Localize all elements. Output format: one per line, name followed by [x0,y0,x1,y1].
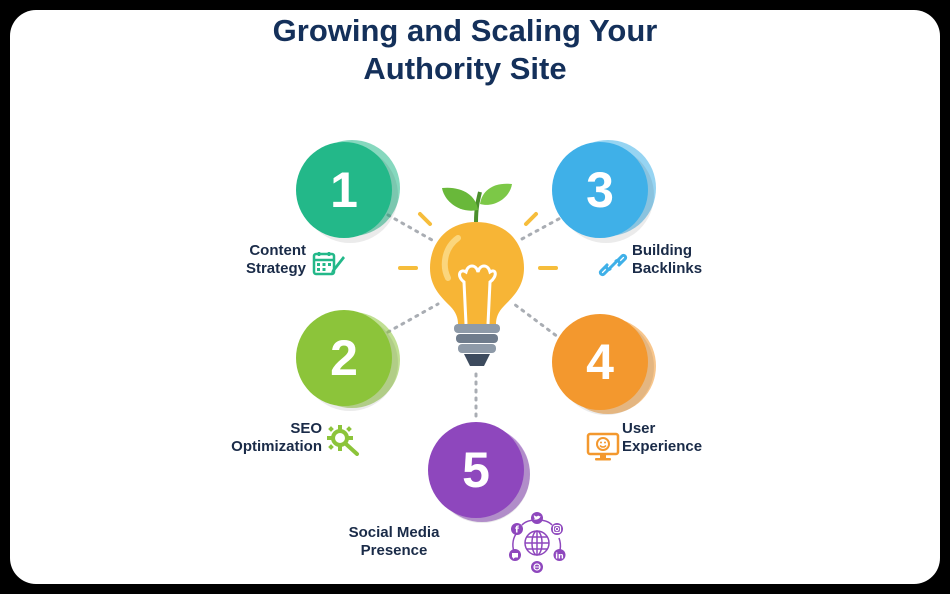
svg-text:in: in [555,552,564,561]
step-3-label: Building Backlinks [632,242,722,278]
step-2-label-line-1: SEO [290,420,322,437]
step-2-circle: 2 [296,310,392,406]
step-1-label: Content Strategy [230,242,306,278]
step-4-label: User Experience [622,420,722,456]
step-3-number: 3 [586,162,614,218]
social-network-globe-icon: f in [509,512,566,573]
step-3-label-line-2: Backlinks [632,260,703,277]
step-5-label-line-1: Social Media [348,524,440,541]
step-3-label-line-1: Building [632,242,692,259]
svg-text:f: f [515,526,519,536]
chain-link-icon [598,253,628,277]
step-4-circle: 4 [552,314,648,410]
calendar-pen-icon [312,252,345,276]
step-1-label-line-1: Content [249,242,306,259]
step-5-circle: 5 [428,422,524,518]
step-2-number: 2 [330,330,358,386]
monitor-smiley-icon [586,432,620,461]
step-5-number: 5 [462,442,490,498]
step-5-label-line-2: Presence [360,542,428,559]
step-2-label: SEO Optimization [214,420,322,456]
step-2-label-line-2: Optimization [231,438,322,455]
step-3-circle: 3 [552,142,648,238]
step-1-number: 1 [330,162,358,218]
step-4-number: 4 [586,334,614,390]
step-1-circle: 1 [296,142,392,238]
title-line-1: Growing and Scaling Your [272,13,658,48]
title-line-2: Authority Site [363,51,567,86]
step-4-label-line-1: User [622,420,656,437]
step-4-label-line-2: Experience [622,438,703,455]
lightbulb-sprout-icon [398,183,558,366]
step-5-label: Social Media Presence [330,524,458,560]
gear-magnifier-icon [327,425,359,456]
step-1-label-line-2: Strategy [245,260,306,277]
page-title: Growing and Scaling Your Authority Site [0,12,940,88]
